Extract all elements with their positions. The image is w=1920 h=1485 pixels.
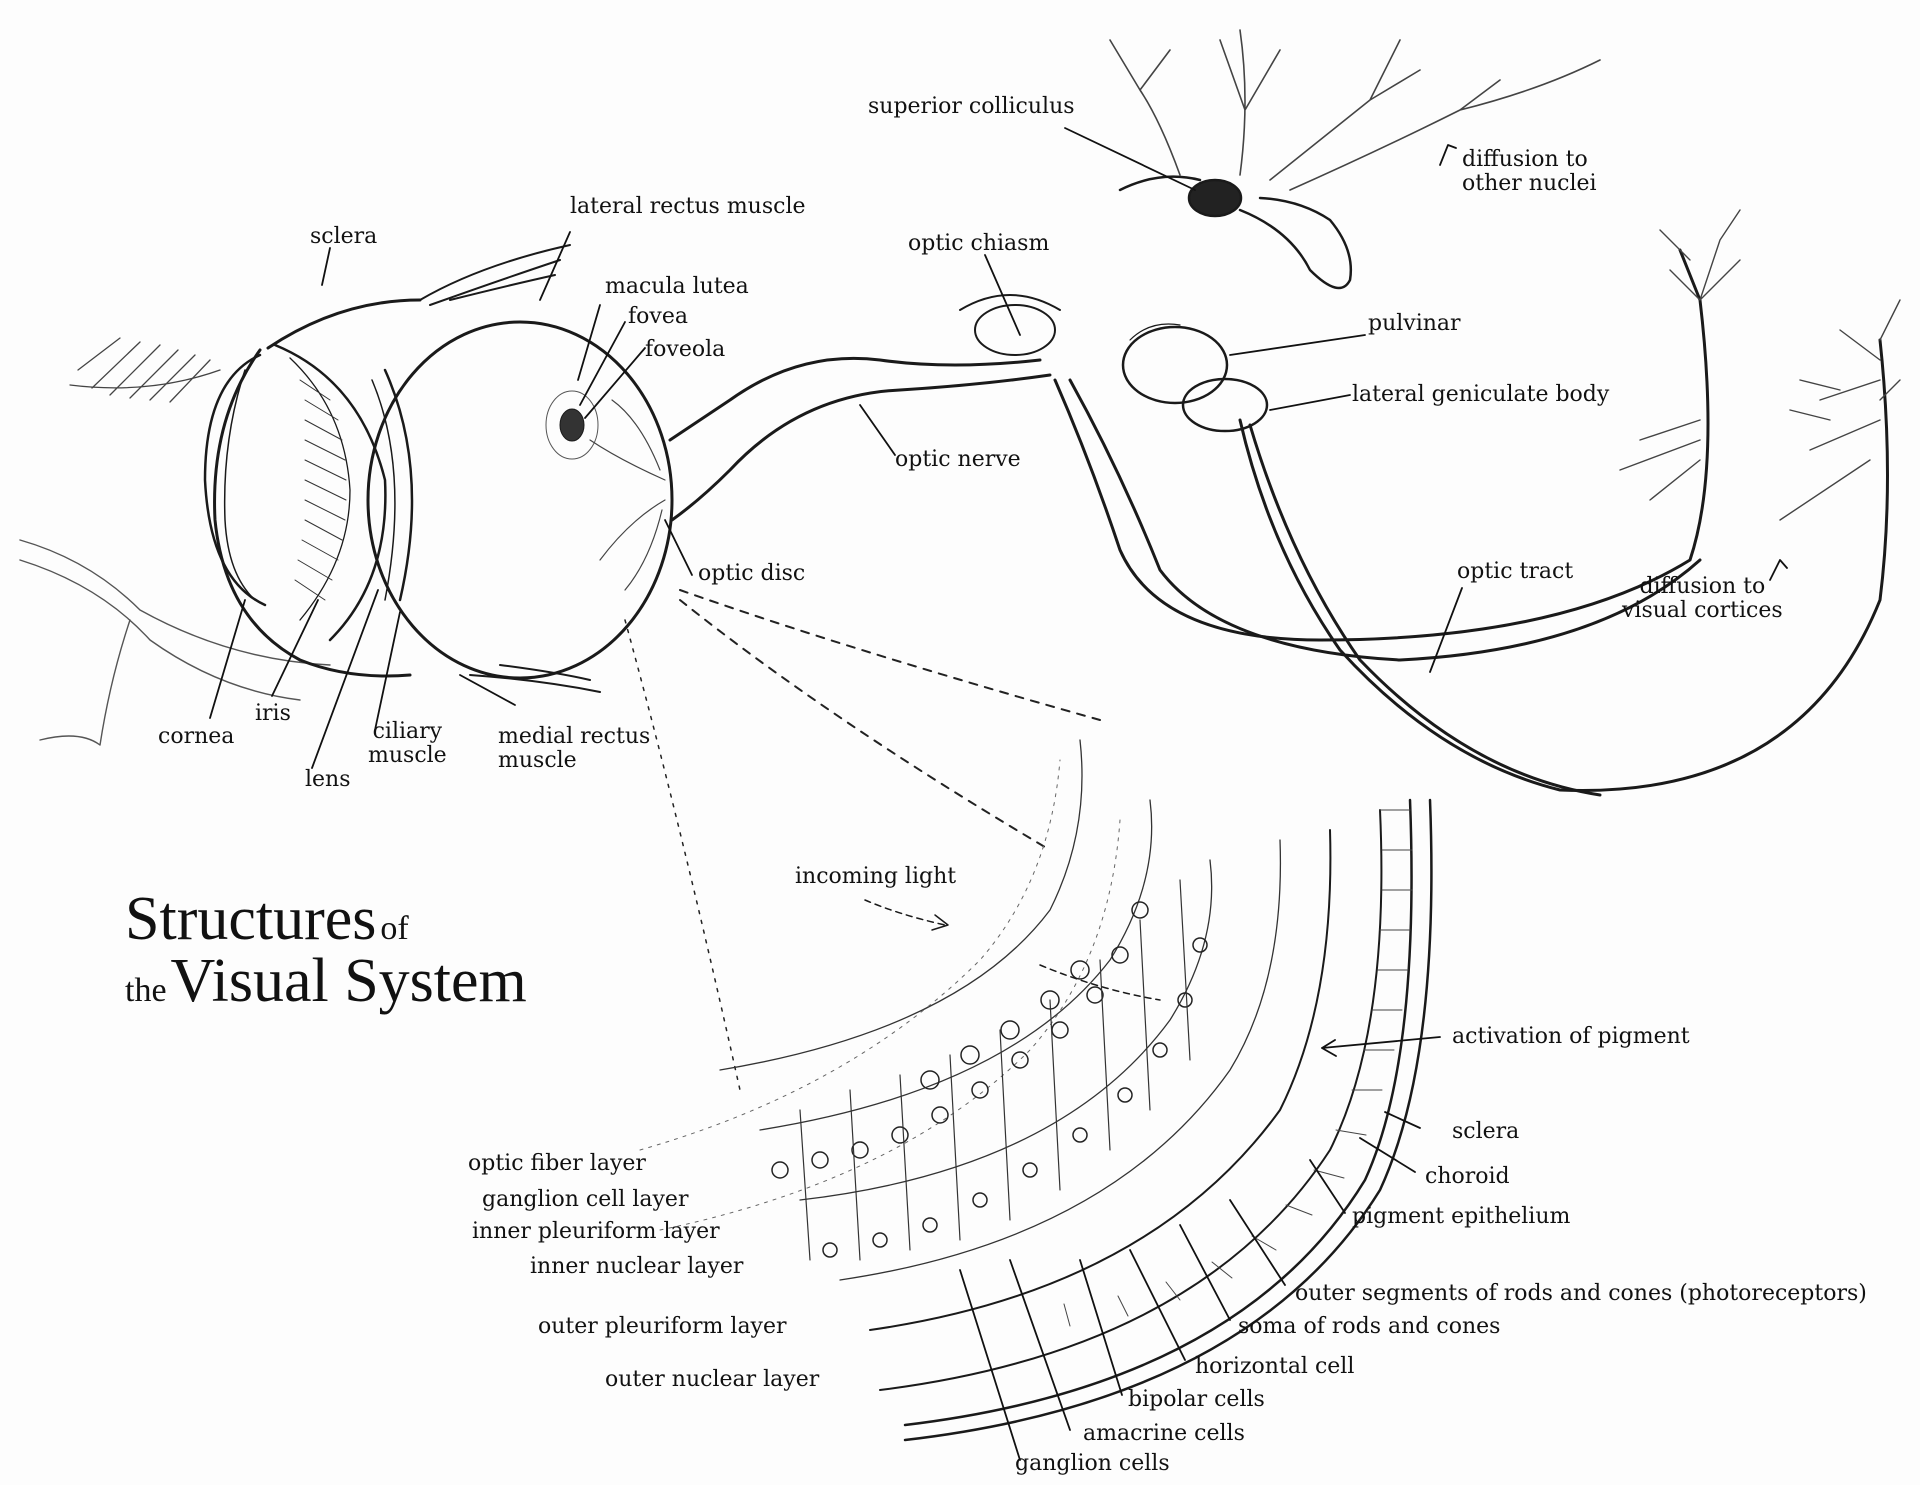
- title-word-of: of: [380, 910, 409, 947]
- label-bipolar-cells: bipolar cells: [1128, 1387, 1265, 1412]
- label-medial-rectus: medial rectus muscle: [498, 725, 650, 773]
- superior-colliculus: [1118, 175, 1352, 290]
- label-activation-pigment: activation of pigment: [1452, 1024, 1690, 1049]
- label-choroid: choroid: [1425, 1164, 1510, 1189]
- leader-lines: [209, 127, 1788, 1461]
- label-sclera-eye: sclera: [310, 224, 378, 249]
- upper-branches: [1109, 29, 1601, 191]
- label-lateral-geniculate: lateral geniculate body: [1352, 382, 1610, 407]
- label-soma-rods-cones: soma of rods and cones: [1238, 1314, 1501, 1339]
- optic-chiasm: [959, 294, 1061, 356]
- label-medial-rectus-line1: medial rectus: [498, 724, 651, 749]
- retina-cross-section: [639, 739, 1433, 1442]
- diagram-title: Structures of the Visual System: [125, 888, 527, 1012]
- label-incoming-light: incoming light: [795, 864, 957, 889]
- label-medial-rectus-line2: muscle: [498, 748, 577, 773]
- eyeball: [203, 298, 674, 680]
- label-superior-colliculus: superior colliculus: [868, 94, 1075, 119]
- zoom-lines: [679, 589, 1101, 851]
- title-word-structures: Structures: [125, 885, 377, 953]
- label-inner-pleuriform-layer: inner pleuriform layer: [472, 1219, 720, 1244]
- label-diffusion-cortices-line1: diffusion to: [1639, 574, 1766, 599]
- label-pulvinar: pulvinar: [1368, 311, 1461, 336]
- label-diffusion-cortices-line2: visual cortices: [1622, 598, 1783, 623]
- label-outer-pleuriform-layer: outer pleuriform layer: [538, 1314, 787, 1339]
- eyelid-sketch: [19, 539, 331, 746]
- title-word-the: the: [125, 972, 167, 1009]
- label-optic-fiber-layer: optic fiber layer: [468, 1151, 646, 1176]
- label-diffusion-nuclei-line1: diffusion to: [1462, 147, 1588, 172]
- label-lateral-rectus: lateral rectus muscle: [570, 194, 806, 219]
- optic-tract: [1053, 248, 1889, 797]
- label-foveola: foveola: [645, 337, 726, 362]
- label-iris: iris: [255, 701, 291, 726]
- label-outer-nuclear-layer: outer nuclear layer: [605, 1367, 820, 1392]
- label-diffusion-cortices: diffusion to visual cortices: [1622, 575, 1783, 623]
- label-cornea: cornea: [158, 724, 235, 749]
- label-macula-lutea: macula lutea: [605, 274, 749, 299]
- label-optic-chiasm: optic chiasm: [908, 231, 1050, 256]
- label-ganglion-cell-layer: ganglion cell layer: [482, 1187, 689, 1212]
- label-ciliary-muscle: ciliary muscle: [368, 720, 447, 768]
- eyelash-sketch: [69, 337, 221, 403]
- label-ciliary-line2: muscle: [368, 743, 447, 768]
- label-fovea: fovea: [628, 304, 688, 329]
- label-outer-segments: outer segments of rods and cones (photor…: [1295, 1281, 1867, 1306]
- medial-rectus-muscle: [469, 664, 601, 693]
- label-optic-disc: optic disc: [698, 561, 806, 586]
- label-optic-tract: optic tract: [1457, 559, 1574, 584]
- label-ganglion-cells: ganglion cells: [1015, 1451, 1170, 1476]
- label-lens: lens: [305, 767, 351, 792]
- cortex-branches: [1619, 209, 1901, 521]
- label-ciliary-line1: ciliary: [372, 719, 443, 744]
- lateral-rectus-muscle: [419, 244, 571, 306]
- pulvinar-lgb: [1121, 323, 1269, 433]
- optic-nerve: [668, 356, 1052, 522]
- title-word-visual-system: Visual System: [170, 947, 527, 1015]
- label-inner-nuclear-layer: inner nuclear layer: [530, 1254, 744, 1279]
- label-diffusion-nuclei: diffusion to other nuclei: [1462, 148, 1597, 196]
- label-diffusion-nuclei-line2: other nuclei: [1462, 171, 1597, 196]
- label-horizontal-cell: horizontal cell: [1195, 1354, 1355, 1379]
- label-pigment-epithelium: pigment epithelium: [1352, 1204, 1571, 1229]
- label-amacrine-cells: amacrine cells: [1083, 1421, 1245, 1446]
- label-sclera-retina: sclera: [1452, 1119, 1520, 1144]
- label-optic-nerve: optic nerve: [895, 447, 1021, 472]
